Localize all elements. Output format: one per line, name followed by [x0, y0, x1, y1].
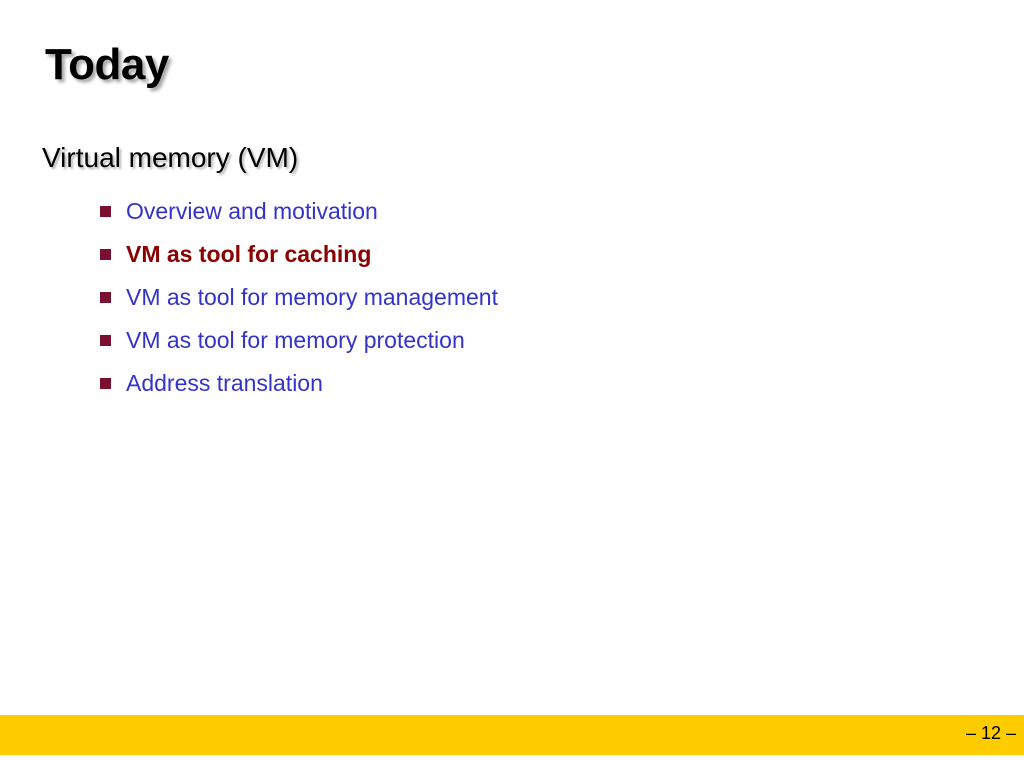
slide-title: Today: [45, 40, 169, 89]
bullet-label: Overview and motivation: [126, 198, 378, 224]
bullet-label: VM as tool for memory management: [126, 284, 498, 310]
bullet-item-address-translation: Address translation: [100, 362, 498, 405]
square-bullet-icon: [100, 206, 111, 217]
bullet-item-memory-protection: VM as tool for memory protection: [100, 319, 498, 362]
square-bullet-icon: [100, 292, 111, 303]
page-number: – 12 –: [965, 723, 1016, 743]
bullet-item-memory-management: VM as tool for memory management: [100, 276, 498, 319]
square-bullet-icon: [100, 249, 111, 260]
bullet-item-overview: Overview and motivation: [100, 190, 498, 233]
square-bullet-icon: [100, 378, 111, 389]
bullet-label: Address translation: [126, 370, 323, 396]
bullet-label: VM as tool for caching: [126, 241, 372, 267]
square-bullet-icon: [100, 335, 111, 346]
bullet-label: VM as tool for memory protection: [126, 327, 465, 353]
section-heading: Virtual memory (VM): [42, 142, 299, 173]
bullet-item-caching: VM as tool for caching: [100, 233, 498, 276]
bullet-list: Overview and motivation VM as tool for c…: [100, 190, 498, 405]
footer-bar: – 12 –: [0, 715, 1024, 755]
